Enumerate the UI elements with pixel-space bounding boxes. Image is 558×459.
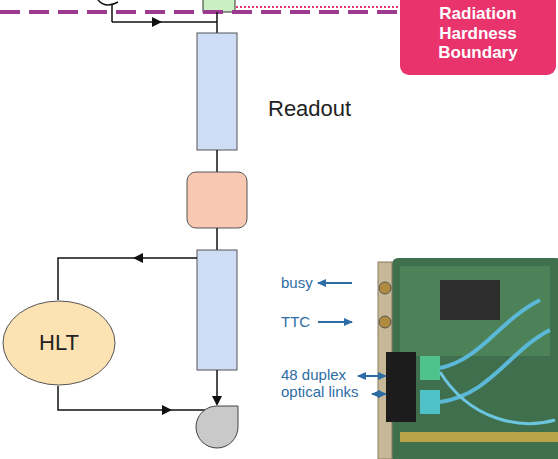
board-photo [378, 258, 558, 459]
node-text: HLT [39, 330, 79, 355]
wire [158, 21, 217, 23]
signal-name: TTC [281, 313, 310, 330]
partial-shape [98, 0, 118, 5]
wire [216, 228, 218, 250]
signal-name: 48 duplex optical links [281, 366, 377, 401]
hlt-ellipse: HLT [2, 300, 116, 386]
node-text: Radiation Hardness Boundary [428, 4, 528, 63]
signal-arrow [358, 375, 386, 377]
storage-symbol [196, 406, 238, 448]
wire [111, 5, 113, 22]
signal-arrow [318, 321, 352, 323]
boundary-callout: Radiation Hardness Boundary [400, 0, 556, 75]
wire [216, 370, 218, 404]
signal-arrow [318, 282, 352, 284]
wire [58, 386, 170, 410]
signal-arrow [372, 393, 386, 395]
section-label: Readout [268, 96, 351, 121]
signal-name: busy [281, 274, 313, 291]
wire [216, 150, 218, 172]
wire [216, 12, 218, 33]
boundary-line [0, 10, 400, 14]
leader-line [236, 6, 400, 8]
buffer-box [197, 33, 237, 150]
buffer-box [197, 250, 237, 370]
wire [112, 21, 160, 23]
processor-box [187, 172, 247, 228]
wire [58, 258, 138, 300]
wire [135, 257, 197, 259]
